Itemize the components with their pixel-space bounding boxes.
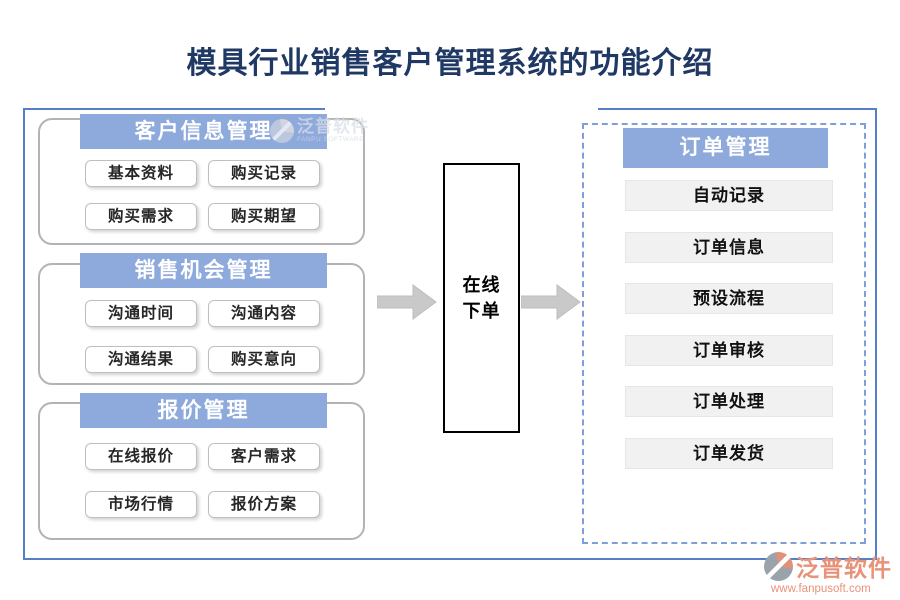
group-header-quotation[interactable]: 报价管理	[80, 393, 327, 428]
chip-customer-need[interactable]: 客户需求	[208, 443, 320, 470]
group-header-order-management[interactable]: 订单管理	[623, 128, 828, 168]
bar-order-process[interactable]: 订单处理	[625, 386, 833, 417]
footer-brand-logo: 泛普软件 www.fanpusoft.com	[764, 549, 892, 595]
online-order-node[interactable]: 在线 下单	[443, 163, 520, 433]
order-management-panel	[582, 123, 866, 544]
bar-order-info[interactable]: 订单信息	[625, 232, 833, 263]
bar-order-shipping[interactable]: 订单发货	[625, 438, 833, 469]
flow-arrow-right-icon	[520, 284, 581, 320]
chip-market-price[interactable]: 市场行情	[85, 491, 197, 518]
watermark-brand-text: 泛普软件	[297, 117, 369, 136]
group-sales-opportunity: 销售机会管理 沟通时间 沟通内容 沟通结果 购买意向	[38, 253, 365, 385]
fanpu-watermark-icon	[270, 118, 294, 143]
chip-comm-content[interactable]: 沟通内容	[208, 300, 320, 327]
header-watermark: 泛普软件 FANPU SOFTWARE	[270, 118, 369, 144]
chip-purchase-need[interactable]: 购买需求	[85, 203, 197, 230]
bar-auto-record[interactable]: 自动记录	[625, 180, 833, 211]
online-order-line2: 下单	[462, 301, 501, 321]
group-quotation: 报价管理 在线报价 客户需求 市场行情 报价方案	[38, 393, 365, 540]
bar-preset-flow[interactable]: 预设流程	[625, 283, 833, 314]
bar-order-audit[interactable]: 订单审核	[625, 335, 833, 366]
group-header-label: 销售机会管理	[134, 259, 273, 282]
group-header-label: 订单管理	[679, 136, 772, 159]
footer-brand-name: 泛普软件	[796, 555, 892, 581]
watermark-brand-subtext: FANPU SOFTWARE	[297, 136, 365, 143]
footer-brand-url: www.fanpusoft.com	[771, 583, 871, 595]
chip-purchase-expect[interactable]: 购买期望	[208, 203, 320, 230]
group-header-sales-opportunity[interactable]: 销售机会管理	[80, 253, 327, 288]
page-title: 模具行业销售客户管理系统的功能介绍	[186, 47, 714, 80]
fanpu-logo-icon	[764, 551, 793, 581]
chip-basic-profile[interactable]: 基本资料	[85, 160, 197, 187]
chip-quote-plan[interactable]: 报价方案	[208, 491, 320, 518]
chip-comm-time[interactable]: 沟通时间	[85, 300, 197, 327]
flow-arrow-left-icon	[376, 284, 437, 320]
group-header-label: 客户信息管理	[134, 120, 273, 143]
group-customer-info: 客户信息管理 基本资料 购买记录 购买需求 购买期望	[38, 114, 365, 245]
group-header-label: 报价管理	[157, 399, 250, 422]
chip-purchase-record[interactable]: 购买记录	[208, 160, 320, 187]
chip-comm-result[interactable]: 沟通结果	[85, 346, 197, 373]
watermark-text-block: 泛普软件 FANPU SOFTWARE	[297, 118, 369, 144]
outer-border-top-gap	[325, 105, 598, 114]
chip-online-quote[interactable]: 在线报价	[85, 443, 197, 470]
online-order-line1: 在线	[462, 274, 501, 295]
chip-buy-intent[interactable]: 购买意向	[208, 346, 320, 373]
footer-logo-row: 泛普软件	[764, 549, 892, 583]
